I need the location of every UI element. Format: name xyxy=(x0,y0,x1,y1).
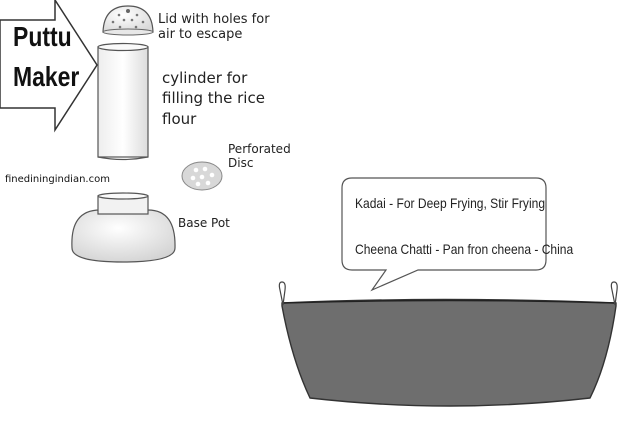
lid-label-line-2: air to escape xyxy=(158,26,243,42)
perforated-disc-shape xyxy=(181,161,223,191)
disc-label-line-1: Perforated xyxy=(228,142,291,156)
lid-shape xyxy=(102,5,154,36)
kadai-shape xyxy=(278,281,618,407)
puttu-maker-arrow xyxy=(0,0,98,133)
cylinder-label-line-1: cylinder for xyxy=(162,69,248,87)
base-pot-label: Base Pot xyxy=(178,216,230,230)
cylinder-label-line-2: filling the rice xyxy=(162,89,265,108)
cylinder-shape xyxy=(97,42,149,161)
title-line-2: Maker xyxy=(13,60,80,92)
website-label: finediningindian.com xyxy=(5,174,110,185)
kadai-callout xyxy=(341,177,547,292)
cylinder-label-line-3: flour xyxy=(162,109,197,128)
base-pot-shape xyxy=(71,192,176,263)
lid-label: Lid with holes for air to escape xyxy=(158,12,270,43)
kadai-line-1: Kadai - For Deep Frying, Stir Frying xyxy=(355,195,546,211)
kadai-line-2: Cheena Chatti - Pan fron cheena - China xyxy=(355,241,574,257)
puttu-maker-title: Puttu Maker xyxy=(13,20,79,93)
disc-label-line-2: Disc xyxy=(228,155,254,170)
lid-label-line-1: Lid with holes for xyxy=(158,12,270,27)
title-line-1: Puttu xyxy=(13,21,72,52)
cylinder-label: cylinder for filling the rice flour xyxy=(162,69,265,128)
disc-label: Perforated Disc xyxy=(228,142,291,171)
